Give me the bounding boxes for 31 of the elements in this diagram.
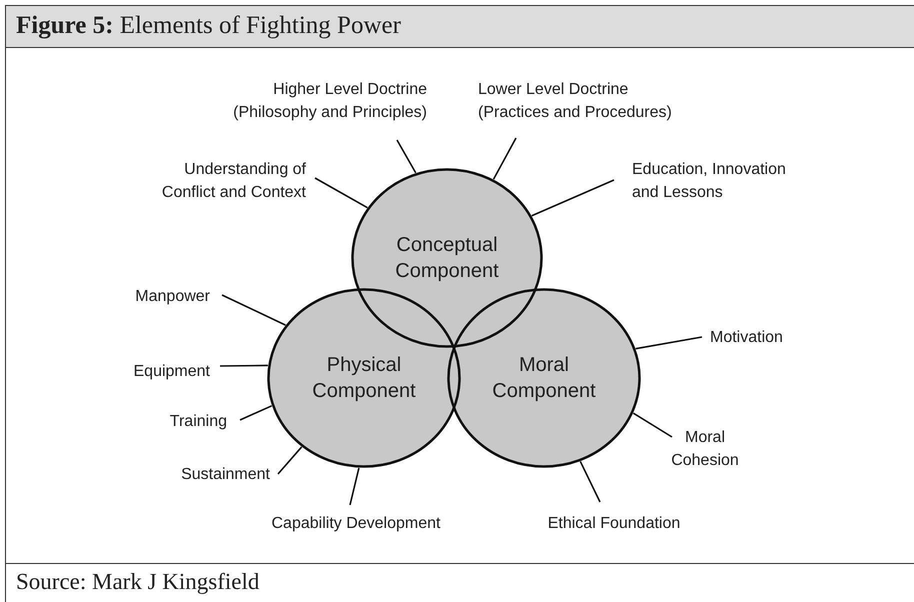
component-label: Conceptual Component xyxy=(394,233,500,284)
element-label: Equipment xyxy=(100,360,210,383)
element-label: Moral Cohesion xyxy=(660,426,750,472)
component-label: Physical Component xyxy=(311,353,417,404)
leader-line xyxy=(220,364,268,367)
element-label: Higher Level Doctrine (Philosophy and Principles) xyxy=(195,78,427,124)
leader-line xyxy=(531,179,614,216)
element-label: Motivation xyxy=(710,326,820,349)
element-label: Lower Level Doctrine (Practices and Procedures) xyxy=(478,78,698,124)
leader-line xyxy=(396,140,416,174)
element-label: Education, Innovation and Lessons xyxy=(632,158,817,204)
element-label: Understanding of Conflict and Context xyxy=(136,158,306,204)
leader-line xyxy=(580,461,601,502)
leader-line xyxy=(632,412,672,438)
element-label: Training xyxy=(130,410,227,433)
leader-line xyxy=(636,336,702,350)
component-label: Moral Component xyxy=(491,353,597,404)
venn-ellipse xyxy=(447,288,641,468)
source-caption: Source: Mark J Kingsfield xyxy=(16,568,260,596)
leader-line xyxy=(277,446,302,475)
leader-line xyxy=(240,405,272,421)
leader-line xyxy=(314,177,368,208)
element-label: Ethical Foundation xyxy=(524,512,704,535)
leader-line xyxy=(349,468,360,506)
figure-title: Figure 5: Elements of Fighting Power xyxy=(16,11,401,41)
leader-line xyxy=(222,294,286,326)
venn-ellipse xyxy=(267,288,461,468)
element-label: Manpower xyxy=(100,285,210,308)
element-label: Sustainment xyxy=(140,463,270,486)
element-label: Capability Development xyxy=(236,512,476,535)
leader-line xyxy=(492,138,517,180)
